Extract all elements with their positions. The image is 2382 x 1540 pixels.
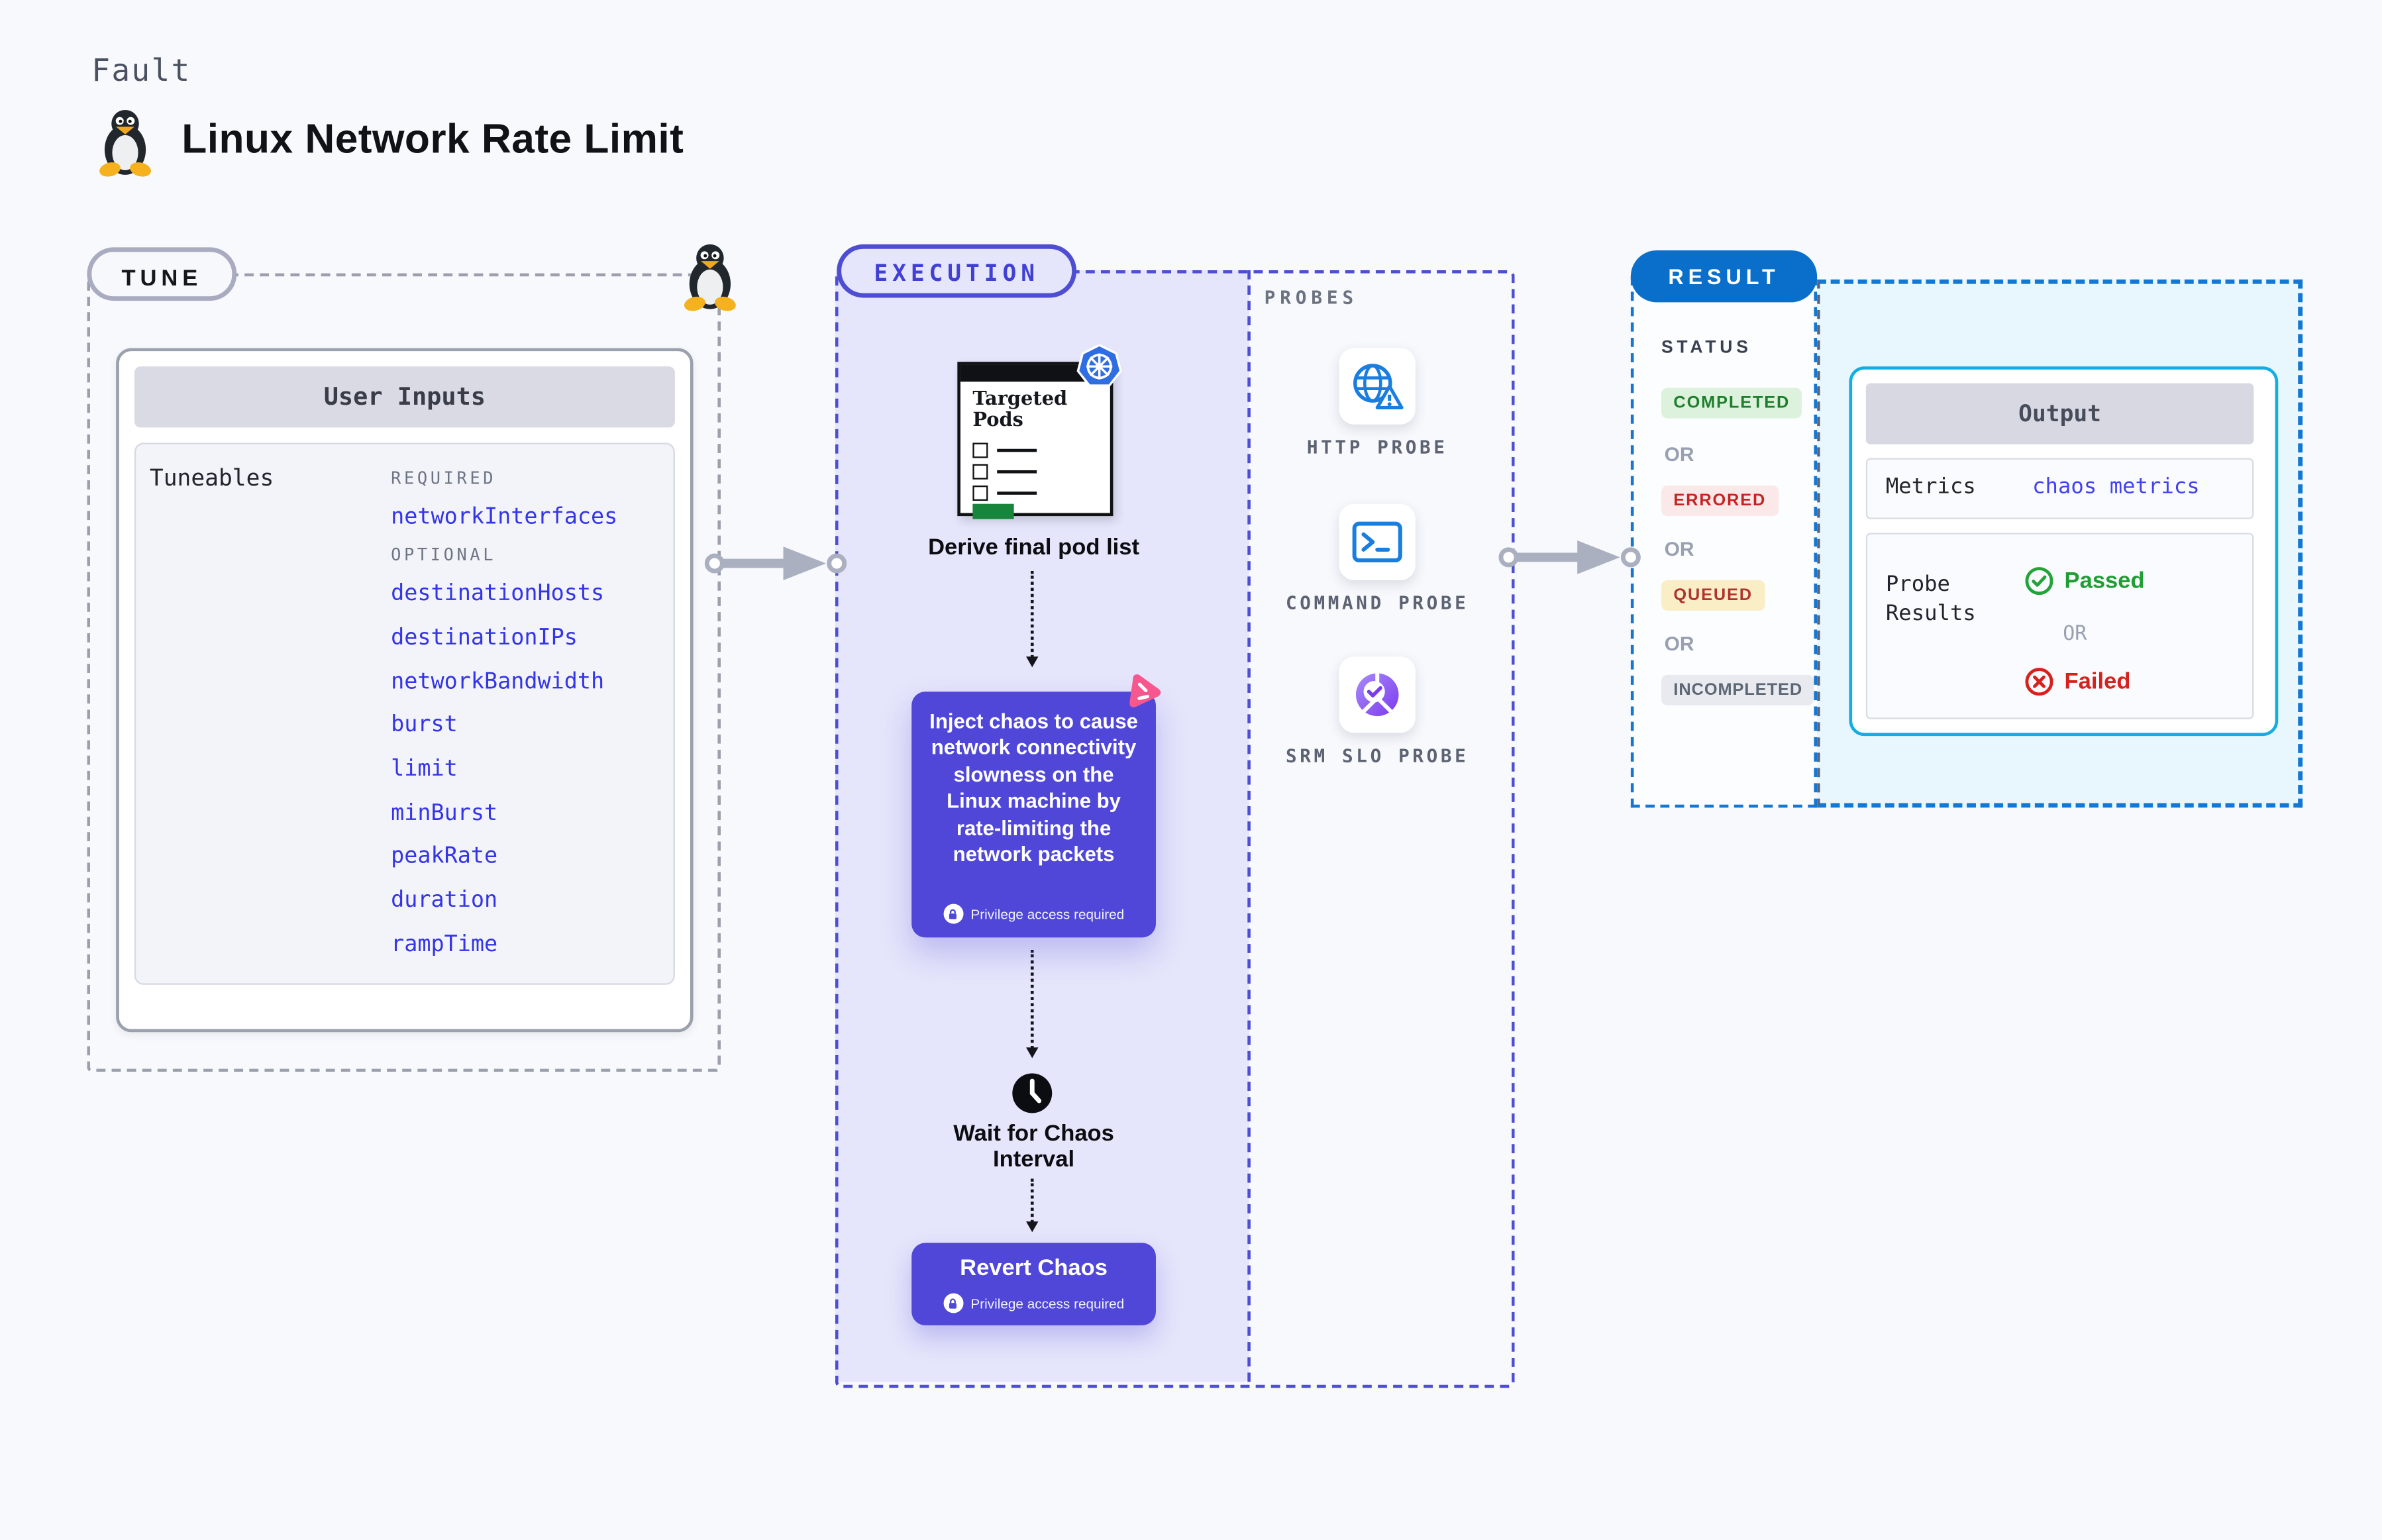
tuneable-destinationIPs[interactable]: destinationIPs: [391, 626, 578, 650]
tuneable-destinationHosts[interactable]: destinationHosts: [391, 582, 605, 607]
tuneables-label: Tuneables: [149, 464, 274, 492]
flow-arrow-down: [1026, 1178, 1039, 1233]
user-inputs-title: User Inputs: [134, 366, 675, 428]
terminal-icon: [1352, 521, 1402, 562]
command-probe-card: [1339, 503, 1416, 580]
wait-for-chaos-label: Wait for Chaos Interval: [953, 1120, 1114, 1173]
tuneable-duration[interactable]: duration: [391, 888, 498, 913]
execution-section-outline: [835, 270, 1515, 1388]
user-inputs-card: User Inputs Tuneables REQUIRED networkIn…: [116, 348, 694, 1033]
status-badge-errored: ERRORED: [1661, 486, 1779, 517]
tune-to-execution-arrow: [704, 546, 847, 580]
optional-label: OPTIONAL: [391, 544, 497, 565]
status-badge-incompleted: INCOMPLETED: [1661, 674, 1815, 705]
command-probe-label: COMMAND PROBE: [1285, 592, 1469, 614]
page-title: Linux Network Rate Limit: [181, 116, 684, 162]
status-badge-queued: QUEUED: [1661, 580, 1765, 611]
fault-eyebrow: Fault: [91, 52, 191, 89]
tuneable-minBurst[interactable]: minBurst: [391, 801, 498, 827]
chaos-harness-icon: [1129, 674, 1161, 707]
revert-chaos-step: Revert Chaos Privilege access required: [911, 1243, 1156, 1325]
execution-probes-divider: [1247, 270, 1251, 1382]
metrics-value-link[interactable]: chaos metrics: [2032, 474, 2200, 499]
probes-section-label: PROBES: [1264, 287, 1359, 309]
flow-arrow-down: [1026, 949, 1039, 1058]
tuneable-networkInterfaces[interactable]: networkInterfaces: [391, 505, 618, 530]
privilege-note: Privilege access required: [911, 903, 1156, 924]
tuneable-peakRate[interactable]: peakRate: [391, 844, 498, 869]
status-label: STATUS: [1661, 338, 1752, 358]
kubernetes-icon: [1076, 344, 1122, 387]
output-card: Output Metrics chaos metrics Probe Resul…: [1849, 366, 2279, 737]
srm-slo-probe-card: [1339, 656, 1416, 733]
pod-checkbox-row: [972, 464, 1064, 480]
passed-label: Passed: [2064, 568, 2145, 594]
tuneable-limit[interactable]: limit: [391, 757, 458, 782]
metrics-label: Metrics: [1885, 474, 1976, 499]
globe-alert-icon: [1353, 364, 1404, 410]
inject-chaos-description: Inject chaos to cause network connectivi…: [929, 709, 1138, 866]
or-separator: OR: [2063, 623, 2087, 646]
clock-icon: [1012, 1073, 1053, 1113]
srm-slo-probe-label: SRM SLO PROBE: [1285, 744, 1469, 767]
or-separator: OR: [1664, 537, 1694, 560]
derive-pod-list-label: Derive final pod list: [928, 534, 1140, 560]
execution-badge: EXECUTION: [837, 244, 1077, 298]
probe-results-label: Probe Results: [1885, 572, 1976, 627]
or-separator: OR: [1664, 632, 1694, 655]
status-section-outline: [1630, 276, 1818, 808]
tuneable-burst[interactable]: burst: [391, 713, 458, 738]
output-title: Output: [1865, 383, 2254, 444]
probe-passed-indicator: Passed: [2025, 566, 2145, 595]
tuneable-networkBandwidth[interactable]: networkBandwidth: [391, 670, 605, 695]
http-probe-card: [1339, 348, 1416, 425]
execution-to-result-arrow: [1498, 540, 1641, 574]
x-circle-icon: [2025, 668, 2053, 696]
http-probe-label: HTTP PROBE: [1306, 436, 1448, 458]
pod-progress-bar: [972, 503, 1014, 519]
slo-pie-icon: [1355, 670, 1399, 717]
flow-arrow-down: [1026, 571, 1039, 668]
linux-penguin-icon: [684, 244, 736, 311]
metrics-row: Metrics chaos metrics: [1865, 458, 2254, 519]
probe-results-row: Probe Results Passed OR Failed: [1865, 533, 2254, 719]
check-circle-icon: [2025, 567, 2053, 595]
tuneable-rampTime[interactable]: rampTime: [391, 933, 498, 958]
or-separator: OR: [1664, 442, 1694, 466]
lock-icon: [943, 1293, 963, 1313]
result-badge: RESULT: [1630, 250, 1818, 303]
pod-checkbox-row: [972, 442, 1064, 458]
tuneables-panel: Tuneables REQUIRED networkInterfaces OPT…: [134, 442, 675, 985]
targeted-pods-title: Targeted Pods: [972, 386, 1068, 431]
revert-chaos-label: Revert Chaos: [960, 1255, 1108, 1282]
tune-section-outline: [87, 273, 721, 1072]
privilege-label: Privilege access required: [970, 906, 1125, 922]
privilege-label: Privilege access required: [970, 1295, 1125, 1311]
inject-chaos-step: Inject chaos to cause network connectivi…: [911, 692, 1156, 938]
pod-checkbox-row: [972, 486, 1064, 501]
required-label: REQUIRED: [391, 468, 497, 489]
lock-icon: [943, 903, 963, 924]
linux-penguin-icon: [99, 109, 151, 177]
failed-label: Failed: [2064, 668, 2131, 695]
status-badge-completed: COMPLETED: [1661, 387, 1802, 419]
privilege-note: Privilege access required: [911, 1293, 1156, 1313]
probe-failed-indicator: Failed: [2025, 667, 2131, 696]
tune-badge: TUNE: [87, 247, 237, 301]
